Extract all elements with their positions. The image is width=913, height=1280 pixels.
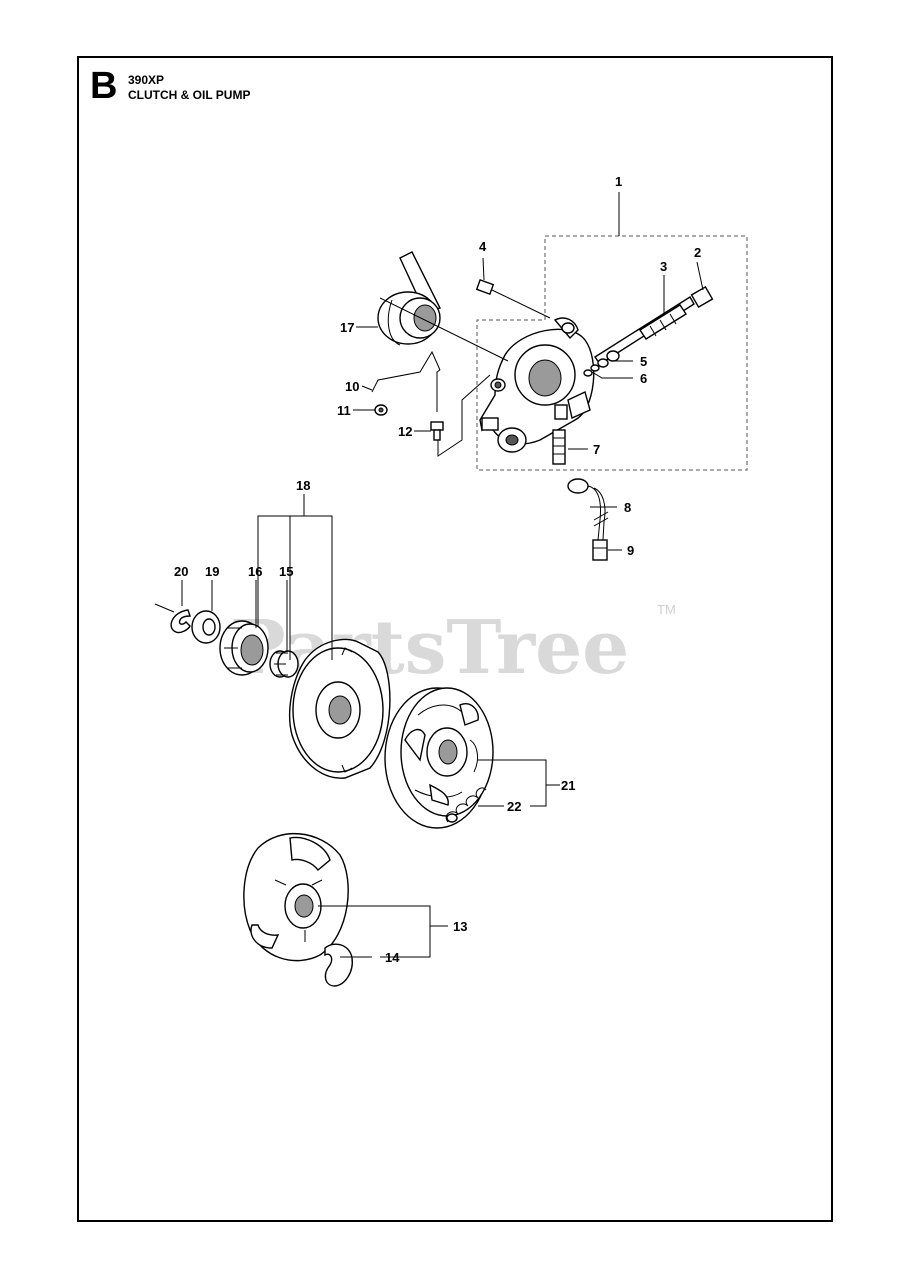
callout-14: 14	[385, 950, 400, 965]
callout-6: 6	[640, 371, 647, 386]
wire-10	[371, 350, 441, 393]
screw-12	[430, 369, 491, 457]
callout-4: 4	[479, 239, 487, 254]
oil-pump-assembly-box	[476, 235, 748, 471]
spring-clip-14	[324, 943, 353, 987]
clutch-drum-18	[289, 638, 391, 779]
callout-7: 7	[593, 442, 600, 457]
callout-1: 1	[615, 174, 622, 189]
callout-18: 18	[296, 478, 310, 493]
leader-lines	[181, 192, 704, 958]
clutch-assembly-21	[384, 687, 494, 829]
clutch-centre-13	[243, 832, 349, 962]
oil-valve-7	[552, 429, 566, 465]
diagram-frame	[77, 56, 833, 1222]
circlip-20	[154, 603, 191, 634]
callout-11: 11	[337, 403, 351, 418]
pump-screw-4	[475, 279, 551, 319]
worm-gear-17	[377, 251, 509, 362]
callout-22: 22	[507, 799, 521, 814]
callout-9: 9	[627, 543, 634, 558]
callout-12: 12	[398, 424, 412, 439]
pump-piston-shaft	[583, 285, 714, 377]
model-name: 390XP	[128, 73, 165, 87]
oil-hose-8	[567, 478, 609, 541]
callout-15: 15	[279, 564, 293, 579]
callout-13: 13	[453, 919, 467, 934]
needle-bearing-15	[269, 650, 299, 678]
callout-21: 21	[561, 778, 575, 793]
callout-16: 16	[248, 564, 262, 579]
rim-sprocket-16	[219, 620, 269, 676]
oil-pump-body	[479, 317, 595, 453]
washer-19	[191, 610, 221, 644]
section-letter: B	[90, 65, 118, 107]
spring-22	[445, 787, 487, 823]
watermark-trademark: TM	[657, 602, 676, 617]
callout-5: 5	[640, 354, 647, 369]
callout-2: 2	[694, 245, 701, 260]
callout-20: 20	[174, 564, 188, 579]
callout-10: 10	[345, 379, 359, 394]
callout-8: 8	[624, 500, 631, 515]
diagram-title: CLUTCH & OIL PUMP	[128, 88, 251, 102]
callout-3: 3	[660, 259, 667, 274]
callout-19: 19	[205, 564, 219, 579]
nut-11	[374, 404, 388, 416]
callout-17: 17	[340, 320, 354, 335]
oil-filter-9	[592, 539, 608, 561]
